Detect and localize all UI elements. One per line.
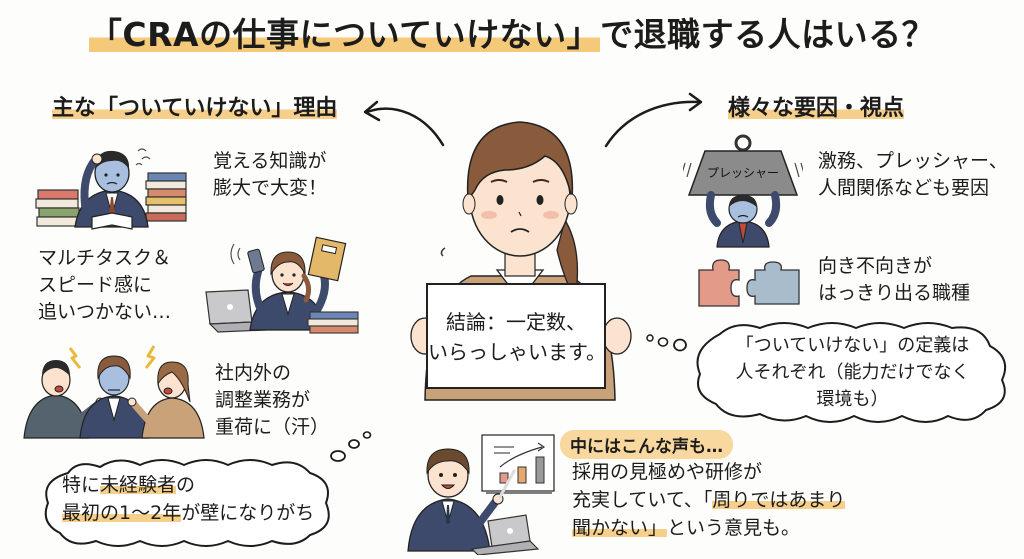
title-highlight: 「CRAの仕事についていけない」: [88, 15, 601, 54]
overwhelmed-man-illustration: [35, 148, 187, 230]
voice-label: 中にはこんな声も…: [560, 430, 733, 459]
cloud-shape-icon: [696, 322, 1006, 423]
factor-2-text: 向き不向きが はっきり出る職種: [818, 255, 971, 304]
left-section-heading: 主な「ついていけない」理由: [52, 96, 338, 121]
pressure-weight-illustration: プレッシャー: [683, 134, 803, 248]
puzzle-pieces-illustration: [698, 259, 800, 307]
reason-1-text: 覚える知識が 膨大で大変！: [213, 150, 328, 199]
right-section-heading: 様々な要因・視点: [728, 96, 905, 121]
right-thought-bubble: 「ついていけない」の定義は 人それぞれ（能力だけでなく 環境も）: [690, 318, 1015, 428]
thought-dots-left-icon: [330, 431, 372, 462]
page-title: 「CRAの仕事についていけない」で退職する人はいる？: [0, 8, 1024, 56]
arrow-left-icon: [363, 100, 445, 147]
arrow-right-icon: [604, 92, 703, 148]
thought-dots-right-icon: [646, 334, 687, 352]
conclusion-sign: 結論：一定数、 いらっしゃいます。: [426, 283, 606, 389]
factor-1-text: 激務、プレッシャー、 人間関係なども要因: [818, 150, 1008, 199]
weight-label: プレッシャー: [707, 166, 779, 180]
presenter-man-illustration: [407, 434, 555, 555]
multitasking-woman-illustration: [205, 236, 359, 334]
arguing-colleagues-illustration: [23, 345, 205, 439]
voice-body: 採用の見極めや研修が 充実していて、「周りではあまり 聞かない」という意見も。: [572, 461, 846, 539]
left-thought-bubble: 特に未経験者の 最初の1～2年が壁になりがち: [38, 455, 338, 550]
reason-2-text: マルチタスク＆ スピード感に 追いつかない…: [38, 247, 172, 323]
title-rest: で退職する人はいる？: [600, 15, 936, 54]
reason-3-text: 社内外の 調整業務が 重荷に（汗）: [215, 362, 330, 438]
